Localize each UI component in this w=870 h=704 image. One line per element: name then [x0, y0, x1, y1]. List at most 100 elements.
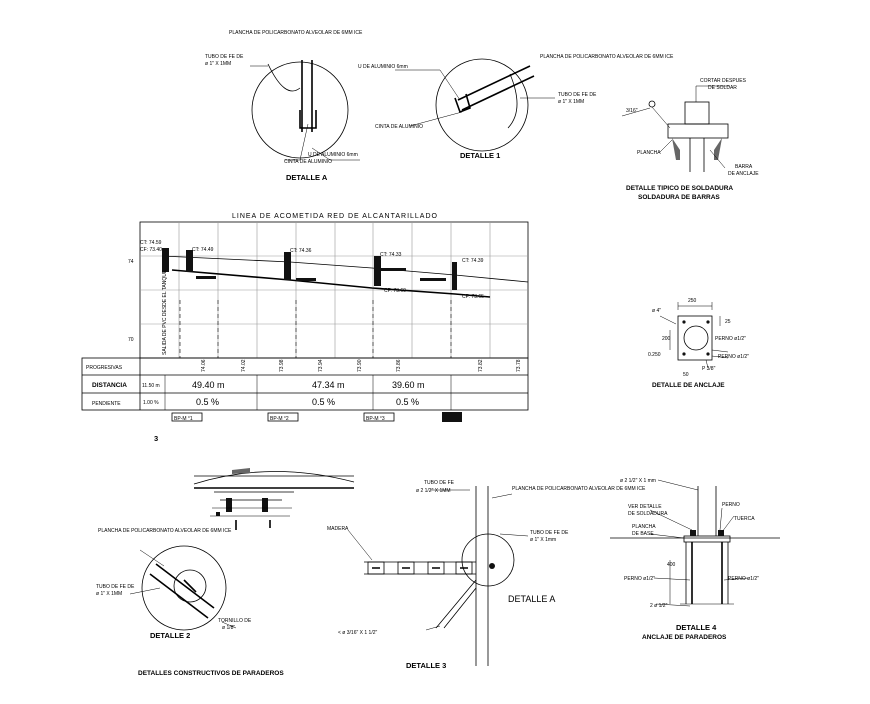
detalle-4-tuerca-label: TUERCA: [734, 516, 755, 522]
detalle-a-tubo-label-2: ø 1" X 1MM: [205, 61, 231, 67]
soldadura-title-1: DETALLE TIPICO DE SOLDADURA: [626, 185, 733, 192]
anclaje-dim-right: 25: [725, 319, 731, 325]
detalle-3-madera-label: MADERA: [327, 526, 349, 532]
prog-2: 73.98: [279, 359, 285, 372]
profile-section: LINEA DE ACOMETIDA RED DE ALCANTARILLADO…: [81, 213, 529, 443]
detalle-soldadura: CORTAR DESPUES DE SOLDAR 3/16" PLANCHA B…: [621, 78, 759, 201]
slope-1: 0.5 %: [196, 397, 219, 407]
distance-2: 47.34 m: [312, 380, 345, 390]
detalle-1-u-label: U DE ALUMINIO 6mm: [358, 64, 408, 70]
soldadura-barra-2: DE ANCLAJE: [728, 171, 759, 177]
detalle-3-tubo-1: TUBO DE FE DE: [530, 530, 569, 536]
detalle-3: TUBO DE FE ø 2 1/2" X 1MM PLANCHA DE POL…: [327, 480, 646, 670]
detalle-4-perno-label: PERNO: [722, 502, 740, 508]
soldadura-barra-1: BARRA: [735, 164, 753, 170]
cf-label-2: CF: 73.65: [462, 294, 484, 300]
detalle-4: ø 2 1/2" X 1 mm VER DETALLE DE SOLDADURA…: [610, 478, 780, 641]
detalle-4-tube-label: ø 2 1/2" X 1 mm: [620, 478, 656, 484]
cf-label-0: CF: 73.40: [140, 247, 162, 253]
detalle-2-tornillo-2: ø 1/8": [222, 625, 235, 631]
detalle-3-tubo-2: ø 1" X 1mm: [530, 537, 556, 543]
anclaje-dim-left: 200: [662, 336, 671, 342]
detalle-2-circle: [141, 545, 227, 631]
detalle-a-u-label: U DE ALUMINIO 6mm: [308, 152, 358, 158]
prog-3: 73.94: [318, 359, 324, 372]
detalle-4-dim-400: 400: [667, 562, 676, 568]
row-label-pendiente: PENDIENTE: [92, 401, 121, 407]
paraderos-title: DETALLES CONSTRUCTIVOS DE PARADEROS: [138, 670, 284, 677]
detalle-1-tubo-label-1: TUBO DE FE DE: [558, 92, 597, 98]
detalle-a-circle: [251, 61, 349, 159]
profile-y-tick-74: 74: [128, 259, 134, 265]
distance-1: 49.40 m: [192, 380, 225, 390]
detalle-1-plancha-label: PLANCHA DE POLICARBONATO ALVEOLAR DE 6MM…: [540, 54, 674, 60]
detalle-1-tubo-label-2: ø 1" X 1MM: [558, 99, 584, 105]
detalle-a: PLANCHA DE POLICARBONATO ALVEOLAR DE 6MM…: [205, 30, 363, 182]
prog-0: 74.06: [201, 359, 207, 372]
detalle-2-plancha: [149, 563, 215, 619]
detalle-1-cinta-label: CINTA DE ALUMINIO: [375, 124, 423, 130]
detalle-2: PLANCHA DE POLICARBONATO ALVEOLAR DE 6MM…: [96, 528, 252, 640]
slope-2: 0.5 %: [312, 397, 335, 407]
profile-terrain-line: [161, 255, 529, 283]
distance-0: 11.50 m: [142, 383, 160, 389]
anclaje-p-label: P 3/8": [702, 366, 716, 372]
prog-7: 73.78: [516, 359, 522, 372]
manhole-tag-3: BP-M °3: [366, 416, 385, 422]
profile-title: LINEA DE ACOMETIDA RED DE ALCANTARILLADO: [232, 213, 438, 220]
detalle-a-tube-arc: [267, 63, 301, 92]
detalle-3-circle: [461, 533, 515, 587]
prog-5: 73.86: [396, 359, 402, 372]
profile-marker: 3: [154, 434, 158, 443]
detalle-4-plancha-1: PLANCHA: [632, 524, 656, 530]
soldadura-cortar-2: DE SOLDAR: [708, 85, 737, 91]
detalle-1-title: DETALLE 1: [460, 151, 500, 160]
detalle-4-perno-left: PERNO ø1/2": [624, 576, 655, 582]
manhole-tag-1: BP-M °1: [174, 416, 193, 422]
anclaje-perno-2: PERNO ø1/2": [718, 354, 749, 360]
detalle-3-tubo-top-2: ø 2 1/2" X 1MM: [416, 488, 451, 494]
ct-label-3: CT: 74.33: [380, 252, 402, 258]
detalle-a-title: DETALLE A: [286, 173, 328, 182]
manhole-tag-2: BP-M °2: [270, 416, 289, 422]
profile-grid: [140, 222, 528, 358]
detalle-4-ver-2: DE SOLDADURA: [628, 511, 668, 517]
detalle-a-plancha-label: PLANCHA DE POLICARBONATO ALVEOLAR DE 6MM…: [229, 30, 363, 36]
manhole-column-4: [452, 262, 457, 290]
anclaje-perno-1: PERNO ø1/2": [715, 336, 746, 342]
profile-pipe-line: [171, 269, 491, 298]
detalle-3-bracket-label: < ø 3/16" X 1 1/2": [338, 630, 377, 636]
anclaje-dim-bottom: 50: [683, 372, 689, 378]
soldadura-weld-label: 3/16": [626, 108, 638, 114]
ct-label-0: CT: 74.59: [140, 240, 162, 246]
prog-4: 73.90: [357, 359, 363, 372]
prog-6: 73.82: [478, 359, 484, 372]
soldadura-plancha-label: PLANCHA: [637, 150, 661, 156]
ct-label-1: CT: 74.49: [192, 247, 214, 253]
detalle-4-title-1: DETALLE 4: [676, 623, 717, 632]
detalle-4-perno-right: PERNO ø1/2": [728, 576, 759, 582]
detalle-anclaje: 250 25 200 ø 4" PERNO ø1/2" PERNO ø1/2" …: [648, 298, 749, 389]
prog-1: 74.02: [241, 359, 247, 372]
soldadura-title-2: SOLDADURA DE BARRAS: [638, 194, 720, 201]
profile-y-tick-70: 70: [128, 337, 134, 343]
manhole-column-0: [162, 248, 169, 272]
detalle-a-tubo-label-1: TUBO DE FE DE: [205, 54, 244, 60]
slope-0: 1.00 %: [143, 400, 159, 406]
anclaje-dim-side: 0.250: [648, 352, 661, 358]
detalle-4-plancha-2: DE BASE: [632, 531, 654, 537]
detalle-a-u-profile: [299, 110, 317, 129]
row-label-distancia: DISTANCIA: [92, 382, 127, 389]
detalle-3-post: [475, 486, 489, 666]
detalle-2-title: DETALLE 2: [150, 631, 190, 640]
ct-label-4: CT: 74.39: [462, 258, 484, 264]
distance-3: 39.60 m: [392, 380, 425, 390]
detalle-2-plancha-label: PLANCHA DE POLICARBONATO ALVEOLAR DE 6MM…: [98, 528, 232, 534]
manhole-column-2: [284, 252, 291, 280]
detalle-2-tubo-1: TUBO DE FE DE: [96, 584, 135, 590]
detalle-3-tubo-top-1: TUBO DE FE: [424, 480, 455, 486]
paradero-roof: [193, 468, 355, 530]
cf-label-1: CF: 73.60: [384, 288, 406, 294]
detalle-1: U DE ALUMINIO 6mm CINTA DE ALUMINIO PLAN…: [358, 54, 674, 160]
